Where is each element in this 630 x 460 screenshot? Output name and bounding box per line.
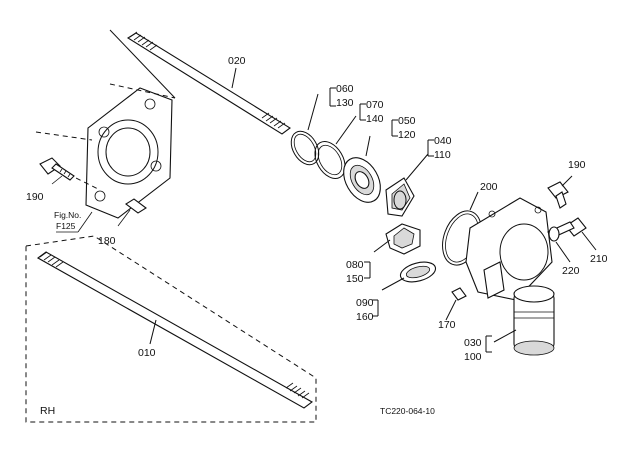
bolt-190-left [39, 157, 75, 185]
fig-ref-line1: Fig.No. [54, 210, 81, 220]
callout-130: 130 [336, 97, 354, 109]
circlip-060 [290, 93, 320, 166]
callout-110: 110 [434, 149, 451, 161]
washer-220 [548, 226, 571, 263]
callout-200: 200 [480, 181, 498, 193]
plug-170 [445, 287, 467, 321]
shaft-020 [109, 29, 291, 135]
side-label-rh: RH [40, 405, 55, 417]
callout-150: 150 [346, 273, 364, 285]
callout-060: 060 [336, 83, 354, 95]
callout-170: 170 [438, 319, 456, 331]
circlip-070 [314, 115, 357, 179]
pin-180 [117, 198, 147, 227]
callout-180: 180 [98, 235, 116, 247]
callout-160: 160 [356, 311, 374, 323]
callout-140: 140 [366, 113, 384, 125]
bevel-gear-040 [385, 153, 429, 217]
callout-220: 220 [562, 265, 580, 277]
callout-090: 090 [356, 297, 374, 309]
bolt-190-right [547, 175, 573, 209]
callout-020: 020 [228, 55, 246, 67]
rh-detail-box [25, 235, 317, 423]
bevel-gear-080 [373, 223, 421, 255]
flange-plate [35, 83, 176, 219]
callout-050: 050 [398, 115, 416, 127]
callout-120: 120 [398, 129, 416, 141]
callout-190-right: 190 [568, 159, 586, 171]
callout-080: 080 [346, 259, 364, 271]
fig-ref-line2: F125 [56, 221, 76, 231]
bearing-090 [381, 261, 437, 291]
callout-010: 010 [138, 347, 156, 359]
callout-070: 070 [366, 99, 384, 111]
callout-labels: 020 060 130 070 140 050 120 040 110 190 … [26, 55, 608, 363]
callout-190-left: 190 [26, 191, 44, 203]
callout-040: 040 [434, 135, 452, 147]
figure-reference: Fig.No. F125 [54, 210, 93, 233]
drawing-code: TC220-064-10 [380, 406, 435, 416]
gear-case-030 [465, 197, 555, 356]
callout-210: 210 [590, 253, 608, 265]
bearing-050 [343, 135, 381, 203]
callout-030: 030 [464, 337, 482, 349]
callout-100: 100 [464, 351, 482, 363]
